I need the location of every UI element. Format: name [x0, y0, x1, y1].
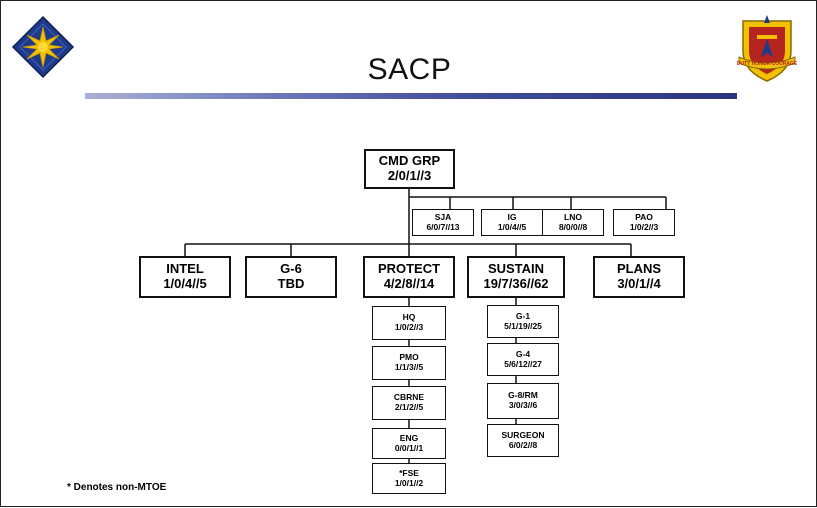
protect-child-pmo: PMO 1/1/3//5 — [372, 346, 446, 380]
sustain-name: SUSTAIN — [487, 261, 545, 277]
intel-value: 1/0/4//5 — [163, 276, 207, 291]
sustain-value: 19/7/36//62 — [483, 276, 549, 291]
child-name: *FSE — [399, 467, 419, 478]
g6-box: G-6 TBD — [245, 256, 337, 298]
cmd-grp-value: 2/0/1//3 — [387, 168, 432, 183]
plans-name: PLANS — [616, 261, 662, 277]
staff-value: 1/0/2//3 — [629, 221, 659, 232]
child-value: 1/0/1//2 — [394, 477, 424, 488]
child-value: 5/6/12//27 — [504, 358, 542, 369]
child-value: 1/1/3//5 — [394, 362, 424, 372]
child-value: 2/1/2//5 — [394, 402, 424, 412]
child-name: G-4 — [515, 348, 531, 359]
child-name: CBRNE — [393, 392, 425, 403]
protect-value: 4/2/8//14 — [383, 276, 435, 291]
staff-name: PAO — [635, 211, 653, 222]
protect-name: PROTECT — [377, 261, 441, 277]
sustain-box: SUSTAIN 19/7/36//62 — [467, 256, 565, 298]
sustain-child-g4: G-4 5/6/12//27 — [487, 343, 559, 376]
plans-box: PLANS 3/0/1//4 — [593, 256, 685, 298]
sustain-child-surgeon: SURGEON 6/0/2//8 — [487, 424, 559, 457]
child-value: 0/0/1//1 — [394, 442, 424, 453]
staff-name: SJA — [434, 211, 452, 222]
child-value: 1/0/2//3 — [394, 322, 424, 332]
protect-child-fse: *FSE 1/0/1//2 — [372, 463, 446, 494]
cmd-grp-box: CMD GRP 2/0/1//3 — [364, 149, 455, 189]
cmd-grp-name: CMD GRP — [378, 153, 441, 169]
staff-box-sja: SJA 6/0/7//13 — [412, 209, 474, 236]
protect-child-hq: HQ 1/0/2//3 — [372, 306, 446, 340]
intel-name: INTEL — [166, 261, 204, 277]
child-name: G-8/RM — [508, 390, 538, 401]
child-value: 5/1/19//25 — [504, 320, 542, 331]
staff-name: LNO — [564, 211, 582, 222]
plans-value: 3/0/1//4 — [617, 276, 661, 291]
child-value: 3/0/3//6 — [508, 400, 538, 410]
staff-box-lno: LNO 8/0/0//8 — [542, 209, 604, 236]
sustain-child-g1: G-1 5/1/19//25 — [487, 305, 559, 338]
staff-value: 8/0/0//8 — [558, 221, 588, 232]
footnote: * Denotes non-MTOE — [67, 482, 167, 493]
star-patch-icon — [11, 15, 75, 79]
staff-box-pao: PAO 1/0/2//3 — [613, 209, 675, 236]
staff-box-ig: IG 1/0/4//5 — [481, 209, 543, 236]
staff-name: IG — [507, 211, 517, 222]
child-name: G-1 — [515, 310, 531, 321]
slide-title: SACP — [367, 53, 452, 86]
intel-box: INTEL 1/0/4//5 — [139, 256, 231, 298]
protect-child-eng: ENG 0/0/1//1 — [372, 428, 446, 459]
svg-text:DUTY HONOR COURAGE: DUTY HONOR COURAGE — [737, 61, 798, 67]
g6-name: G-6 — [280, 261, 302, 277]
protect-child-cbrne: CBRNE 2/1/2//5 — [372, 386, 446, 420]
unit-crest-icon: DUTY HONOR COURAGE — [735, 11, 799, 83]
title-rule — [85, 93, 737, 99]
child-name: SURGEON — [501, 429, 545, 440]
child-name: PMO — [399, 352, 419, 363]
staff-value: 6/0/7//13 — [426, 221, 460, 232]
protect-box: PROTECT 4/2/8//14 — [363, 256, 455, 298]
child-name: HQ — [402, 312, 416, 323]
child-name: ENG — [399, 432, 419, 443]
staff-value: 1/0/4//5 — [497, 221, 527, 232]
child-value: 6/0/2//8 — [508, 439, 538, 450]
g6-value: TBD — [277, 276, 305, 291]
sustain-child-g8rm: G-8/RM 3/0/3//6 — [487, 383, 559, 419]
